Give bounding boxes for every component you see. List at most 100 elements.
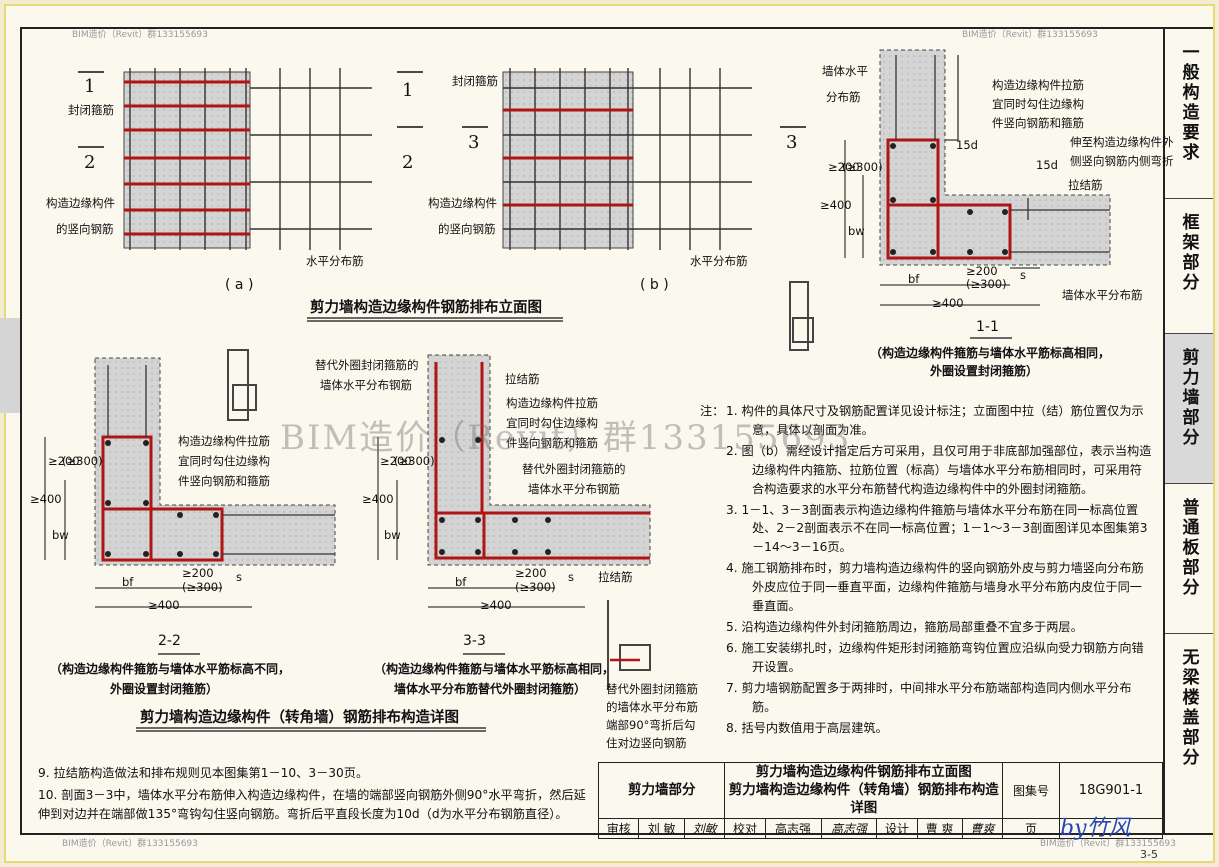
tab-general[interactable]: 一般构造要求 [1165, 29, 1213, 199]
s11-15d-a: 15d [956, 138, 978, 152]
tb-design-name: 曹 爽 [916, 817, 963, 839]
elev-a-caption: ( a ) [225, 277, 254, 293]
watermark-top-left: BIM造价（Revit）群133155693 [72, 30, 208, 40]
tb-page-label: 页 [1002, 817, 1060, 839]
s33-hook-3: 端部90°弯折后勾 [606, 718, 696, 732]
note-3: 3. 1－1、3－3剖面表示构造边缘构件箍筋与墙体水平分布筋在同一标高位置处、2… [726, 502, 1148, 555]
elev-a-closed-stirrup: 封闭箍筋 [68, 103, 114, 117]
s22-tie-3: 件竖向钢筋和箍筋 [178, 474, 270, 488]
bottom-note-9: 9. 拉结筋构造做法和排布规则见本图集第1－10、3－30页。 [38, 766, 369, 780]
s33-dim-300b: (≥300) [515, 580, 556, 594]
side-grey-band [0, 318, 20, 413]
s22-dim-s: s [236, 570, 242, 584]
side-tabs: 一般构造要求 框架部分 剪力墙部分 普通板部分 无梁楼盖部分 [1165, 27, 1213, 835]
s11-dim-s: s [1020, 268, 1026, 282]
note-4: 4. 施工钢筋排布时，剪力墙构造边缘构件的竖向钢筋外皮与剪力墙竖向分布筋外皮应位… [726, 561, 1144, 614]
s33-tie-3: 件竖向钢筋和箍筋 [506, 436, 598, 450]
tb-atlas-label: 图集号 [1002, 762, 1060, 819]
tb-review-sig: 刘敏 [683, 817, 726, 839]
s11-wall-h-bottom: 墙体水平分布筋 [1062, 288, 1143, 302]
tab-shear-wall[interactable]: 剪力墙部分 [1165, 334, 1213, 484]
elevation-b [397, 68, 806, 250]
tab-flat-slab[interactable]: 无梁楼盖部分 [1178, 648, 1199, 768]
s33-tie-1: 构造边缘构件拉筋 [506, 396, 598, 410]
tb-check-name: 高志强 [764, 817, 822, 839]
s33-tie-bar: 拉结筋 [505, 372, 540, 386]
elevation-title: 剪力墙构造边缘构件钢筋排布立面图 [310, 300, 542, 316]
s33-dim-bw: bw [384, 528, 401, 542]
elev-b-vertical-1: 构造边缘构件 [428, 196, 497, 210]
section-3-3 [377, 354, 651, 690]
s22-dim-bf: bf [122, 575, 134, 589]
elev-b-sec3b: 3 [786, 132, 798, 153]
elev-a-horizontal: 水平分布筋 [306, 254, 364, 268]
note-8: 8. 括号内数值用于高层建筑。 [726, 720, 888, 735]
s11-dim-bw: bw [848, 224, 865, 238]
watermark-top-right: BIM造价（Revit）群133155693 [962, 30, 1098, 40]
tb-check-sig: 高志强 [820, 817, 878, 839]
s11-dim-300b: (≥300) [966, 277, 1007, 291]
note-2: 2. 图（b）需经设计指定后方可采用，且仅可用于非底部加强部位，表示当构造边缘构… [726, 443, 1152, 496]
title-block: 剪力墙部分 剪力墙构造边缘构件钢筋排布立面图 剪力墙构造边缘构件（转角墙）钢筋排… [597, 762, 1163, 839]
s33-tie-2: 宜同时勾住边缘构 [506, 416, 598, 430]
s11-ext-2: 侧竖向钢筋内侧弯折 [1070, 154, 1174, 168]
elev-b-closed-stirrup: 封闭箍筋 [452, 74, 498, 88]
elev-b-caption: ( b ) [640, 277, 669, 293]
tb-check-label: 校对 [724, 817, 766, 839]
s11-dim-200b: ≥200 [966, 264, 998, 278]
s22-caption-1: （构造边缘构件箍筋与墙体水平筋标高不同， [50, 662, 291, 676]
section-1-1 [789, 49, 1111, 351]
s11-dim-300: (≥300) [842, 160, 883, 174]
tb-design-label: 设计 [876, 817, 918, 839]
s11-wall-h-1: 墙体水平 [822, 64, 868, 78]
elev-b-sec1: 1 [402, 80, 414, 101]
section-2-2 [44, 349, 336, 608]
s11-caption-1: （构造边缘构件箍筋与墙体水平筋标高相同， [870, 346, 1111, 360]
elev-a-vertical-1: 构造边缘构件 [46, 196, 115, 210]
s11-15d-b: 15d [1036, 158, 1058, 172]
tb-section: 剪力墙部分 [597, 762, 726, 819]
s33-dim-200b: ≥200 [515, 566, 547, 580]
s33-replace-1: 替代外圈封闭箍筋的 [315, 358, 419, 372]
tab-slab[interactable]: 普通板部分 [1165, 484, 1213, 634]
tb-title: 剪力墙构造边缘构件钢筋排布立面图 剪力墙构造边缘构件（转角墙）钢筋排布构造详图 [724, 762, 1003, 819]
s22-tie-2: 宜同时勾住边缘构 [178, 454, 270, 468]
watermark-bottom-left: BIM造价（Revit）群133155693 [62, 839, 198, 849]
s33-name: 3-3 [463, 633, 486, 649]
s22-dim-300b: (≥300) [182, 580, 223, 594]
note-1: 1. 构件的具体尺寸及钢筋配置详见设计标注；立面图中拉（结）筋位置仅为示意，具体… [726, 404, 1144, 437]
signature: by竹风 [1060, 816, 1131, 841]
elev-a-vertical-2: 的竖向钢筋 [56, 222, 114, 236]
elev-b-horizontal: 水平分布筋 [690, 254, 748, 268]
s33-replace-b1: 替代外圈封闭箍筋的 [522, 462, 626, 476]
watermark-bottom-right: BIM造价（Revit）群133155693 [1040, 839, 1176, 849]
note-5: 5. 沿构造边缘构件外封闭箍筋周边，箍筋局部重叠不宜多于两层。 [726, 619, 1083, 634]
s33-dim-bf: bf [455, 575, 467, 589]
s11-tie-2: 宜同时勾住边缘构 [992, 97, 1084, 111]
notes-list: 1. 构件的具体尺寸及钢筋配置详见设计标注；立面图中拉（结）筋位置仅为示意，具体… [726, 402, 1154, 739]
s33-hook-2: 的墙体水平分布筋 [606, 700, 698, 714]
tab-frame[interactable]: 框架部分 [1165, 199, 1213, 334]
s22-dim-200b: ≥200 [182, 566, 214, 580]
note-6: 6. 施工安装绑扎时，边缘构件矩形封闭箍筋弯钩位置应沿纵向受力钢筋方向错开设置。 [726, 640, 1144, 674]
s11-ext-1: 伸至构造边缘构件外 [1070, 135, 1174, 149]
s11-dim-400: ≥400 [820, 198, 852, 212]
elev-a-sec1: 1 [84, 76, 96, 97]
s11-dim-bf: bf [908, 272, 920, 286]
s33-hook-1: 替代外圈封闭箍筋 [606, 682, 698, 696]
s11-dim-200: ≥200 [828, 160, 860, 174]
s11-wall-h-2: 分布筋 [826, 90, 861, 104]
s11-tie-bar: 拉结筋 [1068, 178, 1103, 192]
s22-dim-200: ≥200 [48, 454, 80, 468]
tb-atlas-no: 18G901-1 [1059, 762, 1163, 819]
s11-caption-2: 外圈设置封闭箍筋） [930, 364, 1039, 378]
s33-hook-4: 住对边竖向钢筋 [606, 736, 687, 750]
s11-tie-3: 件竖向钢筋和箍筋 [992, 116, 1084, 130]
s11-tie-1: 构造边缘构件拉筋 [992, 78, 1084, 92]
s33-caption-2: 墙体水平分布筋替代外圈封闭箍筋） [394, 682, 587, 696]
elev-b-sec2: 2 [402, 152, 414, 173]
bottom-note-10: 10. 剖面3－3中，墙体水平分布筋伸入构造边缘构件，在墙的端部竖向钢筋外侧90… [38, 788, 586, 821]
s22-dim-400b: ≥400 [148, 598, 180, 612]
s11-dim-400b: ≥400 [932, 296, 964, 310]
